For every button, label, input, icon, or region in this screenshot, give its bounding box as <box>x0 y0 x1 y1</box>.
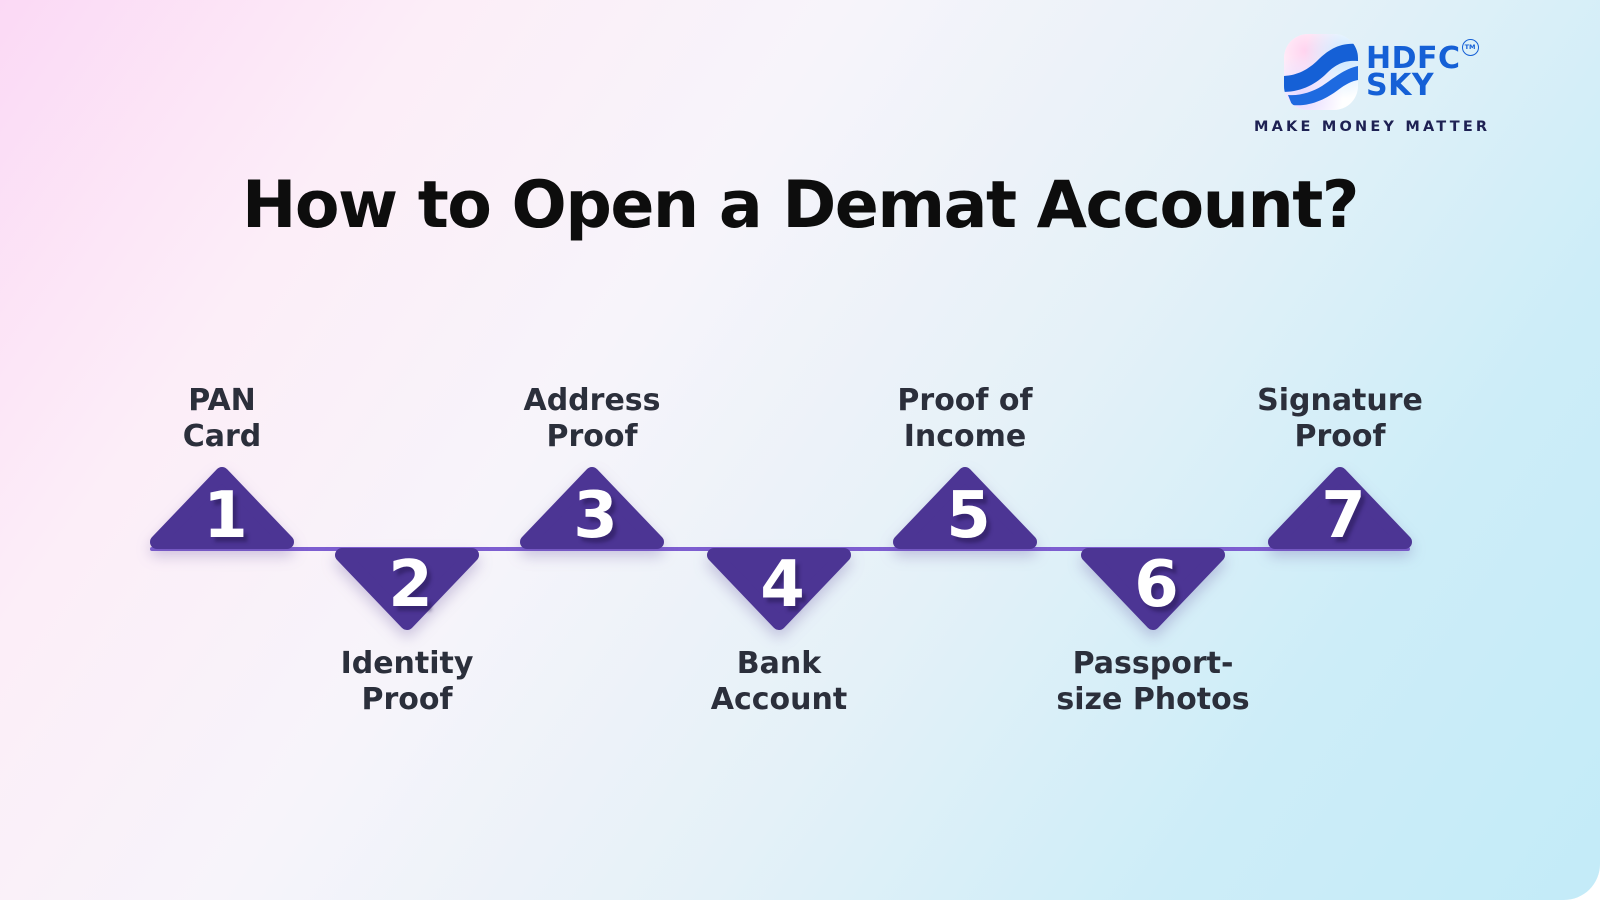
step-number: 5 <box>946 479 991 553</box>
step-label: Identity Proof <box>340 646 474 717</box>
up-triangle-icon <box>150 467 294 549</box>
down-triangle-icon <box>335 548 479 630</box>
step-label: Address Proof <box>523 383 661 454</box>
step-label: Signature Proof <box>1257 383 1423 454</box>
step-label: PAN Card <box>182 383 262 454</box>
up-triangle-icon <box>1268 467 1412 549</box>
step-number: 4 <box>760 548 805 622</box>
step-number: 7 <box>1321 479 1366 553</box>
step-label: Proof of Income <box>897 383 1033 454</box>
brand-logo: HDFC SKY TM MAKE MONEY MATTER <box>1254 34 1491 135</box>
step-label: Passport- size Photos <box>1056 646 1250 717</box>
down-triangle-icon <box>707 548 851 630</box>
step-label: Bank Account <box>710 646 848 717</box>
brand-wordmark: HDFC SKY TM <box>1366 39 1479 103</box>
step-number: 6 <box>1134 548 1179 622</box>
up-triangle-icon <box>520 467 664 549</box>
trademark-symbol: TM <box>1461 39 1479 56</box>
step-number: 3 <box>573 479 618 553</box>
brand-name-line1: HDFC <box>1366 41 1461 76</box>
brand-name-line2: SKY <box>1366 68 1435 103</box>
up-triangle-icon <box>893 467 1037 549</box>
hdfc-sky-swoosh-icon <box>1284 34 1358 110</box>
step-number: 2 <box>388 548 433 622</box>
step-number: 1 <box>203 479 248 553</box>
brand-tagline: MAKE MONEY MATTER <box>1254 119 1491 135</box>
page-title: How to Open a Demat Account? <box>241 168 1360 243</box>
down-triangle-icon <box>1081 548 1225 630</box>
